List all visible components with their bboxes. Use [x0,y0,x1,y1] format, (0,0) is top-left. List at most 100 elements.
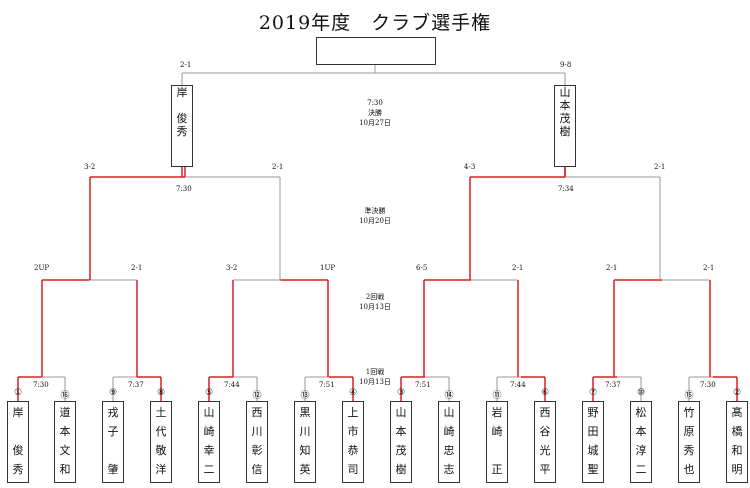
seed-number: ⑯ [60,391,70,401]
final-score-left: 2-1 [180,61,192,69]
player-name-char: 山 [395,406,407,419]
player-name-char: 城 [587,444,599,457]
player-name-char: 川 [299,425,311,438]
seed-number: ⑭ [444,391,454,401]
seed-number: ⑫ [252,391,262,401]
player-box: ⑯ 道本文和 [54,391,76,483]
player-name-char: 西 [251,406,263,419]
player-name-char: 岩 [491,406,503,419]
r2-score: 2-1 [512,264,524,272]
player-name-char: 本 [59,425,71,438]
seed-number: ⑥ [540,388,550,398]
seed-number: ⑧ [156,388,166,398]
r1-time: 7:44 [510,381,526,389]
r1-time: 7:30 [33,381,49,389]
player-box: ⑬ 黒川知英 [294,391,316,483]
r2-round-label: 2回戦 10月13日 [359,293,391,311]
r2-score: 2-1 [606,264,618,272]
player-name-char: 岸 [12,406,24,419]
player-box: ① 岸俊秀 [7,388,29,483]
seed-number: ① [13,388,23,398]
semi-time: 7:30 [176,185,192,193]
player-name-char: 松 [635,406,647,419]
r1-time: 7:37 [605,381,621,389]
r1-round-label: 1回戦 10月13日 [359,368,391,386]
finalist-right: 山 本 茂 樹 [554,85,576,167]
player-name-char: 知 [299,444,311,457]
player-name-char: 文 [59,444,71,457]
player-name-char: 和 [59,463,71,476]
player-name-char: 黒 [299,406,311,419]
player-name-char: 戎 [107,406,119,419]
player-name-char: 茂 [395,444,407,457]
seed-number: ⑤ [204,388,214,398]
player-name-char: 肇 [107,463,119,476]
final-score-right: 9-8 [560,61,572,69]
r1-time: 7:37 [128,381,144,389]
player-name-char: 俊 [12,444,24,457]
seed-number: ⑩ [636,388,646,398]
player-name-char: 樹 [395,463,407,476]
player-name-char: 代 [155,425,167,438]
player-name-char: 二 [203,463,215,476]
semi-score: 4-3 [464,163,476,171]
champion-box [316,37,436,65]
player-name-char: 竹 [683,406,695,419]
player-name-char: 川 [251,425,263,438]
r2-score: 3-2 [226,264,238,272]
player-name-char: 英 [299,463,311,476]
r1-time: 7:30 [700,381,716,389]
r2-score: 2-1 [703,264,715,272]
player-box: ⑨ 戎子肇 [102,388,124,483]
player-name-char: 彰 [251,444,263,457]
semi-score: 2-1 [654,163,666,171]
r1-time: 7:51 [319,381,335,389]
player-name-char: 土 [155,406,167,419]
player-name-char: 和 [731,444,743,457]
player-name-char: 信 [251,463,263,476]
semi-score: 2-1 [272,163,284,171]
player-name-char: 本 [395,425,407,438]
player-name-char: 西 [539,406,551,419]
player-name-char: 野 [587,406,599,419]
player-name-char: 原 [683,425,695,438]
player-name-char: 敬 [155,444,167,457]
r1-time: 7:44 [224,381,240,389]
semi-time: 7:34 [558,185,574,193]
player-name-char: 司 [347,463,359,476]
player-name-char: 谷 [539,425,551,438]
player-name-char: 崎 [443,425,455,438]
player-name-char: 道 [59,406,71,419]
player-name-char: 秀 [12,463,24,476]
r2-score: 6-5 [416,264,428,272]
semi-score: 3-2 [84,163,96,171]
player-name-char: 子 [107,425,119,438]
player-name-char: 志 [443,463,455,476]
player-name-char: 田 [587,425,599,438]
r2-score: 2-1 [131,264,143,272]
player-name-char: 光 [539,444,551,457]
seed-number: ⑨ [108,388,118,398]
player-name-char: 本 [635,425,647,438]
semi-round-label: 準決勝 10月20日 [359,207,391,225]
final-round-label: 7:30 決勝 10月27日 [359,99,391,127]
player-name-char: 幸 [203,444,215,457]
player-name-char: 橋 [731,425,743,438]
player-box: ⑫ 西川彰信 [246,391,268,483]
player-name-char: 恭 [347,444,359,457]
r2-score: 2UP [34,264,50,272]
seed-number: ⑬ [300,391,310,401]
seed-number: ② [732,388,742,398]
player-name-char: 市 [347,425,359,438]
player-name-char: 崎 [491,425,503,438]
